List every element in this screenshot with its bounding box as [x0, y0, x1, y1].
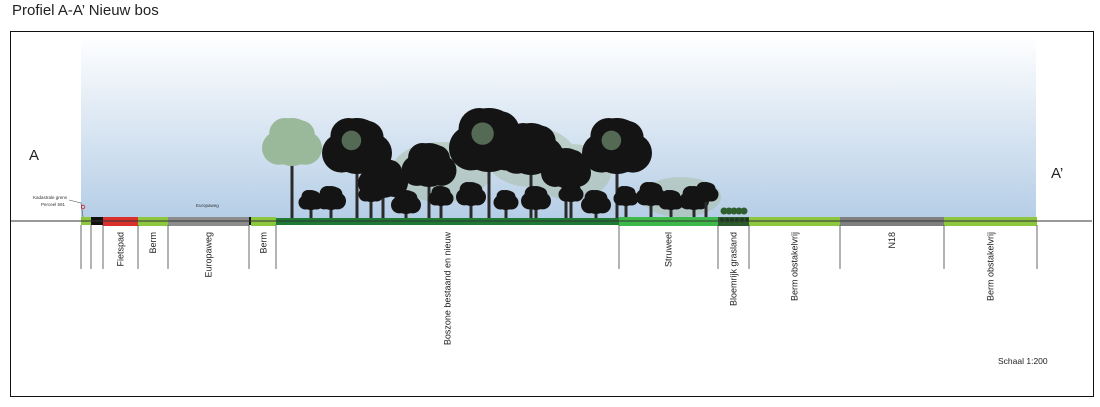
end-marker: A’: [1051, 165, 1063, 182]
zone-boundaries: [80, 225, 1038, 269]
kadaster-arrow: [68, 199, 84, 218]
shrub-dot: [724, 217, 730, 223]
tree-highlight: [341, 130, 362, 151]
tree-crown: [468, 183, 483, 198]
tree-trunk: [290, 163, 294, 218]
shrub-dot: [740, 207, 748, 215]
tree-trunk: [624, 200, 628, 218]
tree-trunk: [487, 157, 491, 218]
tree-crown: [561, 150, 585, 174]
shrub-dot: [720, 207, 728, 215]
page-title: Profiel A-A’ Nieuw bos: [12, 2, 159, 19]
europaweg-road-label: Europaweg: [196, 203, 219, 208]
zone-label-4: Boszone bestaand en nieuw: [443, 232, 453, 346]
shrub-dot: [725, 207, 733, 215]
tree-crown: [703, 183, 716, 195]
tree-crown: [438, 187, 451, 199]
tree-trunk: [355, 163, 359, 218]
kadaster-label: Kadastrale grens: [33, 195, 68, 200]
tree-crown: [286, 120, 315, 150]
shrub-dot: [744, 217, 750, 223]
tree-trunk: [439, 200, 443, 218]
tree-crown: [533, 187, 548, 202]
tree-crown: [648, 183, 663, 198]
start-marker: A: [29, 147, 39, 164]
zone-labels: Fietspad Berm Europaweg Berm Boszone bestaan…: [116, 232, 996, 346]
perceel-label: Perceel 591: [41, 202, 66, 207]
tree-trunk: [504, 202, 508, 218]
tree-trunk: [704, 198, 708, 218]
shrub-dot: [719, 217, 725, 223]
shrub-dot: [729, 217, 735, 223]
tree-crown: [568, 183, 581, 195]
zone-label-9: Berm obstakelvrij: [986, 232, 996, 301]
shrub-dot: [734, 217, 740, 223]
zone-label-7: Berm obstakelvrij: [790, 232, 800, 301]
zone-label-8: N18: [887, 232, 897, 249]
tree-crown: [623, 187, 636, 199]
tree-crown: [524, 125, 556, 157]
forest-trees: [262, 108, 719, 218]
tree-trunk: [569, 198, 573, 218]
zone-label-1: Berm: [148, 232, 158, 254]
zone-label-5: Struweel: [664, 232, 674, 267]
shrub-dot: [730, 207, 738, 215]
zone-label-6: Bloemrijk grasland: [729, 232, 739, 306]
tree-crown: [593, 191, 608, 206]
tree-crown: [403, 191, 418, 206]
zone-label-3: Berm: [259, 232, 269, 254]
tree-trunk: [381, 185, 385, 218]
tree-crown: [668, 191, 681, 203]
tree-trunk: [469, 198, 473, 218]
scale-label: Schaal 1:200: [998, 356, 1048, 366]
tree-crown: [368, 183, 381, 195]
tree-highlight: [471, 122, 494, 145]
shrub-dot: [739, 217, 745, 223]
tree-crown: [328, 187, 343, 202]
zone-label-2: Europaweg: [204, 232, 214, 278]
shrub-dot: [735, 207, 743, 215]
boundary-marker-pin: [80, 204, 86, 210]
tree-trunk: [649, 198, 653, 218]
tree-trunk: [309, 202, 313, 218]
zone-label-0: Fietspad: [116, 232, 126, 267]
tree-trunk: [369, 198, 373, 218]
tree-crown: [503, 191, 516, 203]
tree-crown: [423, 145, 450, 172]
tree-crown: [378, 160, 402, 184]
tree-trunk: [669, 202, 673, 218]
tree-highlight: [601, 130, 622, 151]
